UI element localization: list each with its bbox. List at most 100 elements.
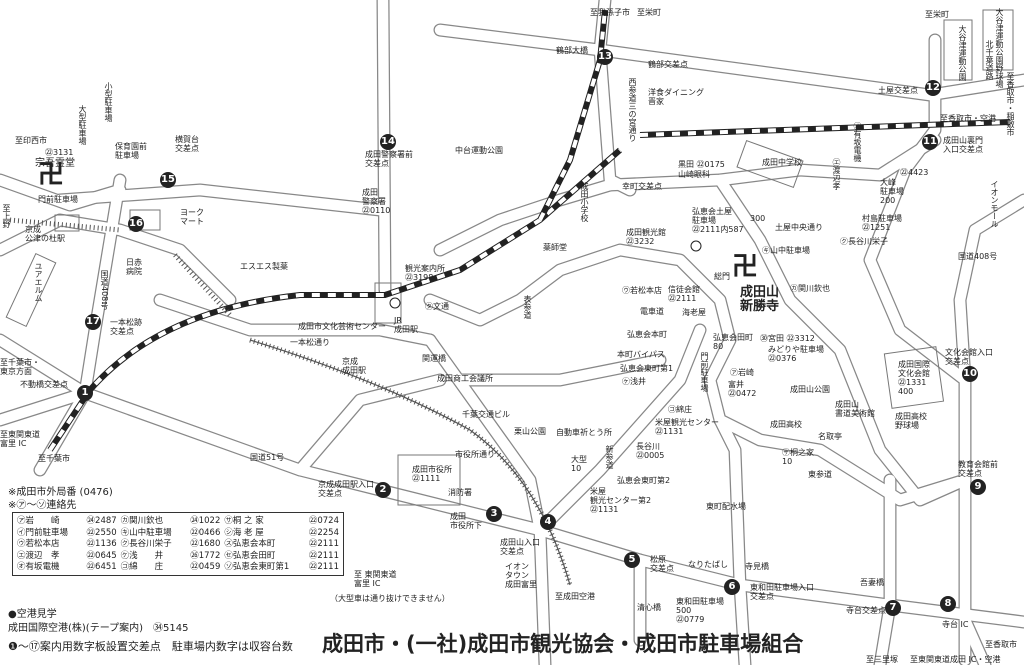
map-label-chiba-kotsu: 千葉交通ビル <box>462 410 510 419</box>
map-label-keisei: 京成 成田駅 <box>342 357 366 375</box>
contact-tel: ㉒2254 <box>308 527 339 538</box>
intersection-name-15: 横賀台 交差点 <box>175 135 199 153</box>
map-label-to-sanrizuka: 至三里塚 <box>866 655 898 664</box>
map-label-monzen-p: 門前駐車場 <box>38 195 78 204</box>
map-label-aeon-mall: イオンモール <box>990 180 999 228</box>
map-label-somon: 総門 <box>714 272 730 281</box>
contact-name: ㋒若松本店 <box>17 539 60 549</box>
map-label-bunka-center: 成田市文化芸術センター <box>298 322 386 331</box>
map-label-yuelm: ユアエルム <box>34 262 43 302</box>
map-label-to-sakae-e: 至栄町 <box>925 10 949 19</box>
intersection-name-1: 不動橋交差点 <box>20 380 68 389</box>
map-label-to-chiba: 至千葉市 <box>38 454 70 463</box>
map-label-honcho: 弘恵会本町 <box>627 330 667 339</box>
map-label-to-airport: 至成田空港 <box>555 592 595 601</box>
intersection-marker-13: 13 <box>597 49 613 65</box>
map-label-hasegawa: 長谷川 ㉒0005 <box>636 442 665 460</box>
map-label-wakamatsu: ㋒若松本店 <box>622 286 662 295</box>
intersection-name-9: 教育会館前 交差点 <box>958 460 998 478</box>
map-label-york: ヨーク マート <box>180 208 204 226</box>
intersection-name-2: 京成成田駅入口 交差点 <box>318 480 374 498</box>
map-label-aeon: イオン タウン 成田富里 <box>505 562 537 589</box>
intersection-marker-15: 15 <box>160 172 176 188</box>
map-label-sekikawa: ㋕関川欽也 <box>790 284 830 293</box>
contact-name: ㋜弘恵会本町 <box>224 539 276 549</box>
intersection-marker-10: 10 <box>962 366 978 382</box>
map-label-kito: 自動車祈とう所 <box>556 428 612 437</box>
map-label-watasho: ㋙綿庄 <box>668 405 692 414</box>
intersection-name-13: 鶴部交差点 <box>648 60 688 69</box>
intersection-marker-5: 5 <box>624 552 640 568</box>
map-label-shobo: 消防署 <box>448 488 472 497</box>
map-label-to-narita-ic: 至東関東道成田 IC・空港 <box>910 655 1001 664</box>
contact-name: ㋞弘恵会東町第1 <box>224 562 290 572</box>
map-label-info: 観光案内所 ㉒3198 <box>405 264 445 282</box>
map-label-midoriya: みどりや駐車場 ㉒0376 <box>768 345 824 363</box>
intersection-name-17: 一本松跡 交差点 <box>110 318 142 336</box>
intersection-name-5: 松原 交差点 <box>650 555 674 573</box>
contact-tel: ㉒0459 <box>190 562 221 572</box>
intersection-marker-14: 14 <box>380 134 396 150</box>
map-label-tsuchiya-p: 弘恵会土屋 駐車場 ㉒2111内587 <box>692 207 744 234</box>
intersection-name-8: 寺台 IC <box>942 620 969 629</box>
contact-tel: ㉒2111 <box>308 562 339 572</box>
publisher-title: 成田市・(一社)成田市観光協会・成田市駐車場組合 <box>322 632 804 656</box>
map-label-ogata: 大型 10 <box>571 455 587 473</box>
map-label-shinto: 信徒会館 ㉒2111 <box>668 285 700 303</box>
map-label-yamazaki: 山崎眼科 <box>678 170 710 179</box>
temple-manji-icon: 卍 <box>38 160 65 190</box>
intersection-name-4: 成田山入口 交差点 <box>500 538 540 556</box>
map-label-to-sakae: 至栄町 <box>637 8 661 17</box>
map-label-small-p: 小型駐車場 <box>104 82 113 122</box>
map-label-tamachi: 弘恵会田町 80 <box>713 333 753 351</box>
intersection-marker-11: 11 <box>922 134 938 150</box>
intersection-marker-6: 6 <box>724 579 740 595</box>
map-label-to-abiko: 至我孫子市 <box>590 8 630 17</box>
intersection-marker-4: 4 <box>540 514 556 530</box>
map-label-yakyujo: 大谷津運動公園野球場 <box>995 8 1004 88</box>
map-label-hatobe-bridge: 鶴部大橋 <box>556 46 588 55</box>
contact-name: ㋐岩 崎 <box>17 516 60 526</box>
map-label-asai: ㋘浅井 <box>622 377 646 386</box>
map-label-sogo-tel: ㉒3131 <box>45 148 74 157</box>
intersection-name-3: 成田 市役所下 <box>450 512 482 530</box>
map-label-kuroda: 黒田 ㉒0175 <box>678 160 725 169</box>
map-label-ippon: 一本松通り <box>290 338 330 347</box>
contact-name: ㋙綿 庄 <box>120 562 164 572</box>
map-label-no-large: （大型車は通り抜けできません） <box>330 594 450 603</box>
map-label-r408w: 国道408号 <box>100 270 109 310</box>
map-label-kirinoya: ㋚桐之家 10 <box>782 448 814 466</box>
intersection-marker-8: 8 <box>940 596 956 612</box>
map-label-kitachiba: 北千葉道路 <box>985 40 994 80</box>
map-label-to-chiba-tokyo: 至千葉市・ 東京方面 <box>0 358 40 376</box>
intersection-name-14: 成田警察署前 交差点 <box>365 150 413 168</box>
intersection-marker-2: 2 <box>375 482 391 498</box>
map-label-hoikuen-p: 保育園前 駐車場 <box>115 142 147 160</box>
map-label-naritabashi: なりたばし <box>688 560 728 569</box>
map-label-higashi1: 弘恵会東町第1 <box>620 364 674 373</box>
map-label-to-katori-air: 至香取市・空港 <box>940 114 996 123</box>
map-label-azuma: 吾妻橋 <box>860 578 884 587</box>
map-label-to-ueno: 至上野 <box>2 204 11 228</box>
map-label-tsuchiya-p-cap: 300 <box>750 214 766 223</box>
map-label-shogakko: 成田小学校 <box>580 182 589 222</box>
map-label-nishi-sando: 西参道三の宮通り <box>628 78 637 142</box>
contact-tel: ㉒0724 <box>308 516 339 526</box>
contact-name: ㋑門前駐車場 <box>17 527 69 538</box>
map-label-yoneya: 米屋観光センター ㉒1131 <box>655 418 719 436</box>
map-label-bypass: 本町バイパス <box>617 350 665 359</box>
contact-name: ㋕関川欽也 <box>120 516 164 526</box>
map-label-monzen-p2: 門前駐車場 <box>700 352 709 392</box>
contact-tel: ㉒0466 <box>190 527 221 538</box>
map-label-chugakko: 成田中学校 <box>762 158 802 167</box>
airport-title: ●空港見学 <box>8 609 57 620</box>
map-label-higashi-sando: 東参道 <box>808 470 832 479</box>
contact-entry: ㋞弘恵会東町第1 ㉒2111 <box>224 562 339 574</box>
intersection-marker-16: 16 <box>128 216 144 232</box>
